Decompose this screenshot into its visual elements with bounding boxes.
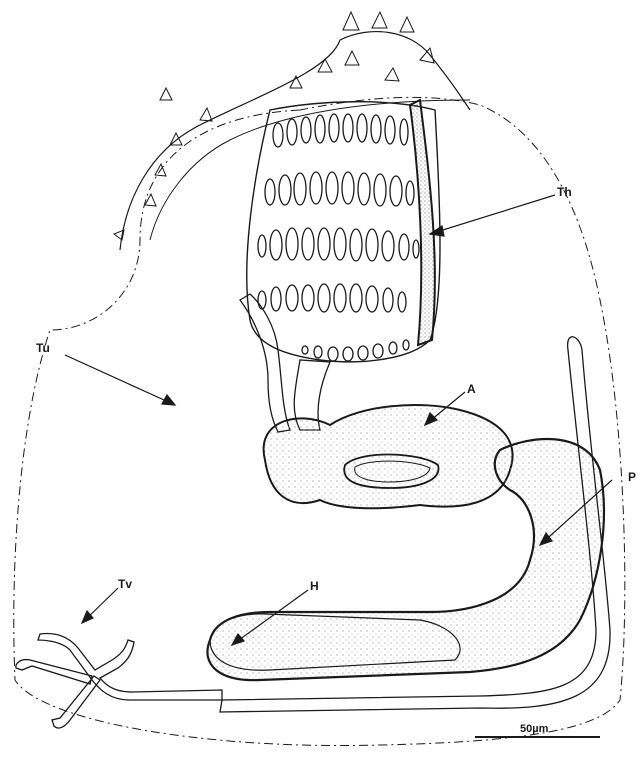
label-p: P (628, 470, 636, 484)
endostyle (410, 100, 435, 345)
branchial-stigmata (258, 114, 419, 361)
label-tv: Tv (118, 577, 132, 591)
tunic-vessel-left (38, 634, 222, 700)
tunic-vessel-branch (240, 294, 290, 432)
label-a: A (467, 382, 476, 396)
tunic-vessel-left-branch (16, 660, 100, 728)
label-tu: Tu (36, 341, 50, 355)
stomach (264, 405, 513, 508)
scale-bar-label: 50µm (520, 723, 549, 735)
label-th: Th (557, 185, 572, 199)
label-h: H (310, 579, 319, 593)
